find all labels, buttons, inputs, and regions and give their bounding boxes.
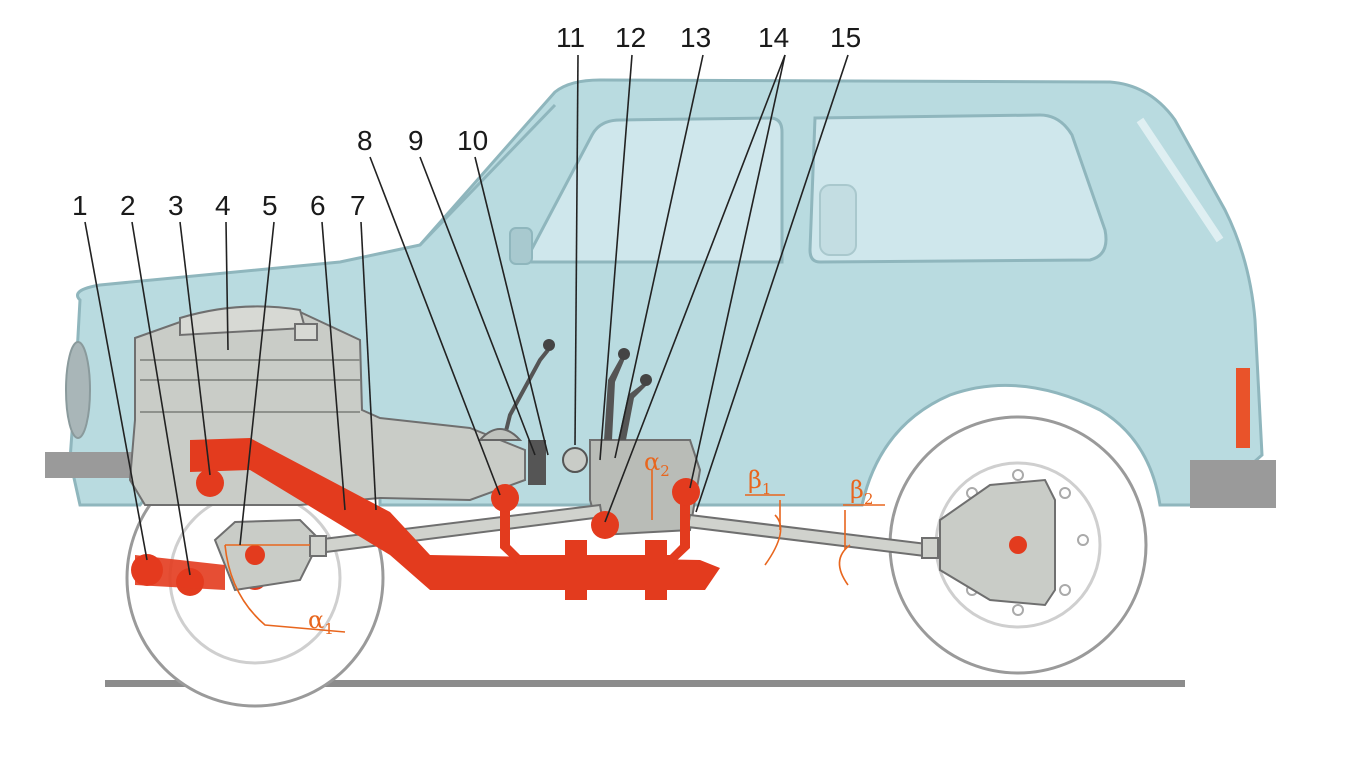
angle-beta1-label: β1	[748, 466, 771, 498]
callout-6: 6	[310, 190, 326, 221]
callout-numbers: 1 2 3 4 5 6 7 8 9 10 11 12 13 14 15	[72, 22, 861, 221]
tail-light	[1236, 368, 1250, 448]
callout-2: 2	[120, 190, 136, 221]
callout-7: 7	[350, 190, 366, 221]
front-door-window	[522, 116, 784, 264]
callout-15: 15	[830, 22, 861, 53]
callout-13: 13	[680, 22, 711, 53]
angle-labels: α1 α2 β1 β2	[308, 448, 873, 638]
car-body	[45, 78, 1276, 508]
callout-14: 14	[758, 22, 789, 53]
callout-9: 9	[408, 125, 424, 156]
callout-3: 3	[168, 190, 184, 221]
leader-lines	[84, 54, 849, 576]
ground-line	[105, 680, 1185, 687]
callout-5: 5	[262, 190, 278, 221]
angle-alpha2-label: α2	[644, 448, 670, 480]
rear-bumper	[1190, 460, 1276, 508]
angle-marks	[224, 470, 885, 633]
callout-4: 4	[215, 190, 231, 221]
callout-12: 12	[615, 22, 646, 53]
red-frame-mounts	[131, 438, 720, 600]
rear-side-window	[808, 113, 1108, 264]
callout-11: 11	[556, 22, 585, 53]
callout-10: 10	[457, 125, 488, 156]
angle-beta2-label: β2	[850, 476, 873, 508]
callout-8: 8	[357, 125, 373, 156]
rear-differential	[939, 478, 1056, 607]
callout-1: 1	[72, 190, 88, 221]
angle-alpha1-label: α1	[308, 606, 334, 638]
